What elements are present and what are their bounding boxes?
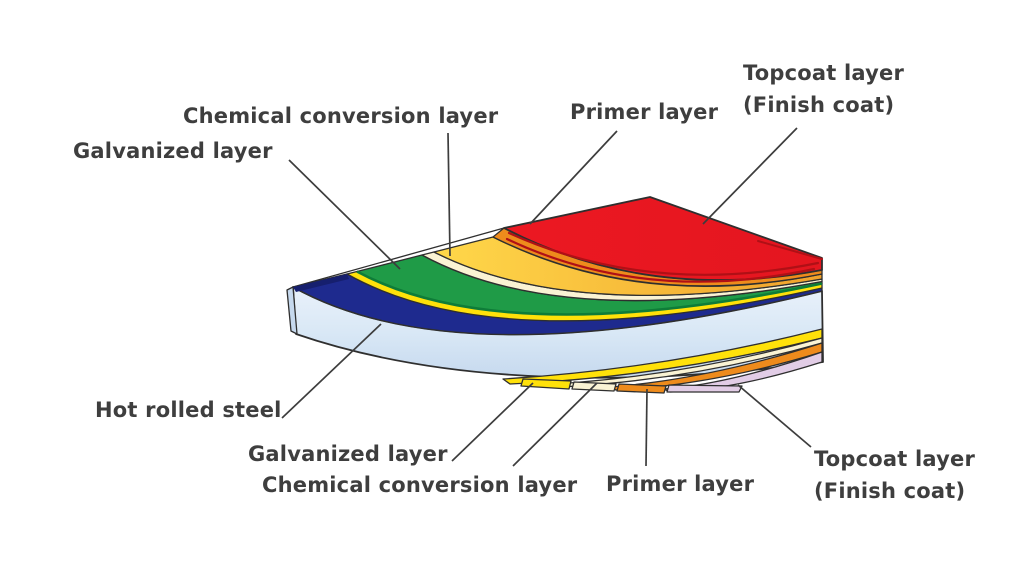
bottom-primer-orange-tab <box>616 383 667 394</box>
label-bottom-topcoat-line1: Topcoat layer <box>814 447 976 471</box>
label-top-galvanized: Galvanized layer <box>73 139 273 163</box>
hot-rolled-steel-left-face <box>286 286 298 335</box>
label-bottom-topcoat-line2: (Finish coat) <box>814 479 966 503</box>
leader-line-bottom-primer <box>645 388 648 467</box>
galvanized-green-front-edge <box>356 270 823 316</box>
label-bottom-galvanized: Galvanized layer <box>248 442 448 466</box>
topcoat-ridge-line-2 <box>505 237 816 283</box>
bottom-topcoat-lavender-tab <box>666 384 743 393</box>
label-top-primer: Primer layer <box>570 100 719 124</box>
label-hot-rolled-steel: Hot rolled steel <box>95 398 282 422</box>
leader-line-top-primer <box>529 130 618 225</box>
leader-line-bottom-topcoat <box>737 384 812 448</box>
label-top-topcoat: Topcoat layer (Finish coat) <box>743 63 904 116</box>
leader-line-bottom-chemical <box>512 382 598 467</box>
label-bottom-topcoat: Topcoat layer (Finish coat) <box>814 449 975 502</box>
leader-line-top-topcoat <box>702 127 798 225</box>
label-bottom-chemical-conversion: Chemical conversion layer <box>262 473 578 497</box>
label-top-chemical-conversion: Chemical conversion layer <box>183 104 499 128</box>
stack-back-edge-line <box>292 227 505 288</box>
label-top-topcoat-line1: Topcoat layer <box>743 61 905 85</box>
leader-line-bottom-galvanized <box>451 382 534 462</box>
leader-line-top-chemical <box>447 132 451 257</box>
leader-line-hot-rolled-steel <box>281 323 382 419</box>
navy-left-end-facet <box>293 274 349 292</box>
bottom-galvanized-yellow-tab <box>520 378 572 390</box>
topcoat-right-edge-line <box>757 240 823 260</box>
leader-line-top-galvanized <box>288 159 401 270</box>
topcoat-ridge-line-1 <box>507 231 820 276</box>
label-top-topcoat-line2: (Finish coat) <box>743 93 895 117</box>
label-bottom-primer: Primer layer <box>606 472 755 496</box>
